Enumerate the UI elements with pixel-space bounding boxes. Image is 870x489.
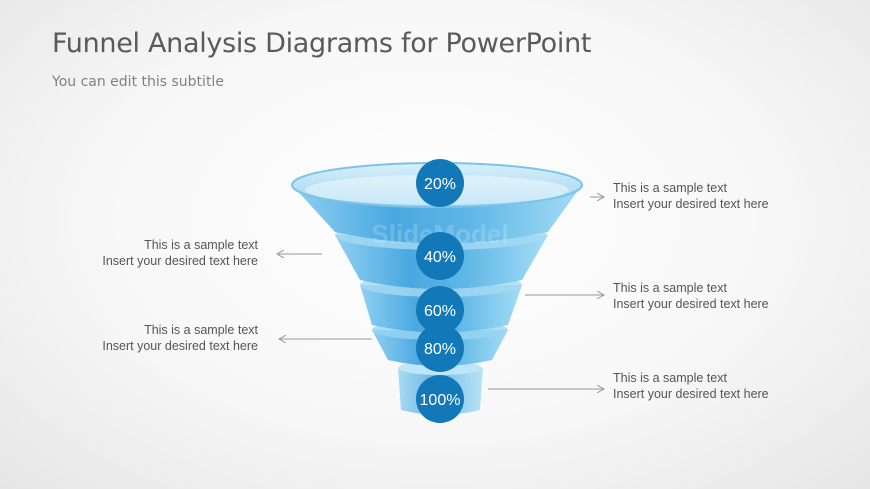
page-title: Funnel Analysis Diagrams for PowerPoint [52, 28, 592, 59]
stage-badge-4 [416, 324, 464, 372]
note-4-line2: Insert your desired text here [102, 339, 258, 353]
note-2-line2: Insert your desired text here [102, 254, 258, 268]
note-2-line1: This is a sample text [144, 238, 258, 252]
note-5: This is a sample text Insert your desire… [613, 370, 769, 402]
note-2: This is a sample text Insert your desire… [102, 237, 258, 269]
note-3-line2: Insert your desired text here [613, 297, 769, 311]
stage-badge-1 [416, 159, 464, 207]
note-1-line1: This is a sample text [613, 181, 727, 195]
page-subtitle: You can edit this subtitle [52, 74, 224, 90]
note-5-line1: This is a sample text [613, 371, 727, 385]
note-1: This is a sample text Insert your desire… [613, 180, 769, 212]
note-5-line2: Insert your desired text here [613, 387, 769, 401]
stage-label-1: 20% [424, 176, 456, 193]
note-3: This is a sample text Insert your desire… [613, 280, 769, 312]
stage-label-3: 60% [424, 303, 456, 320]
note-3-line1: This is a sample text [613, 281, 727, 295]
stage-badge-3 [416, 286, 464, 334]
note-4: This is a sample text Insert your desire… [102, 322, 258, 354]
stage-label-5: 100% [420, 392, 461, 409]
stage-label-4: 80% [424, 341, 456, 358]
note-1-line2: Insert your desired text here [613, 197, 769, 211]
stage-badge-5 [416, 375, 464, 423]
stage-label-2: 40% [424, 249, 456, 266]
note-4-line1: This is a sample text [144, 323, 258, 337]
stage-badge-2 [416, 232, 464, 280]
